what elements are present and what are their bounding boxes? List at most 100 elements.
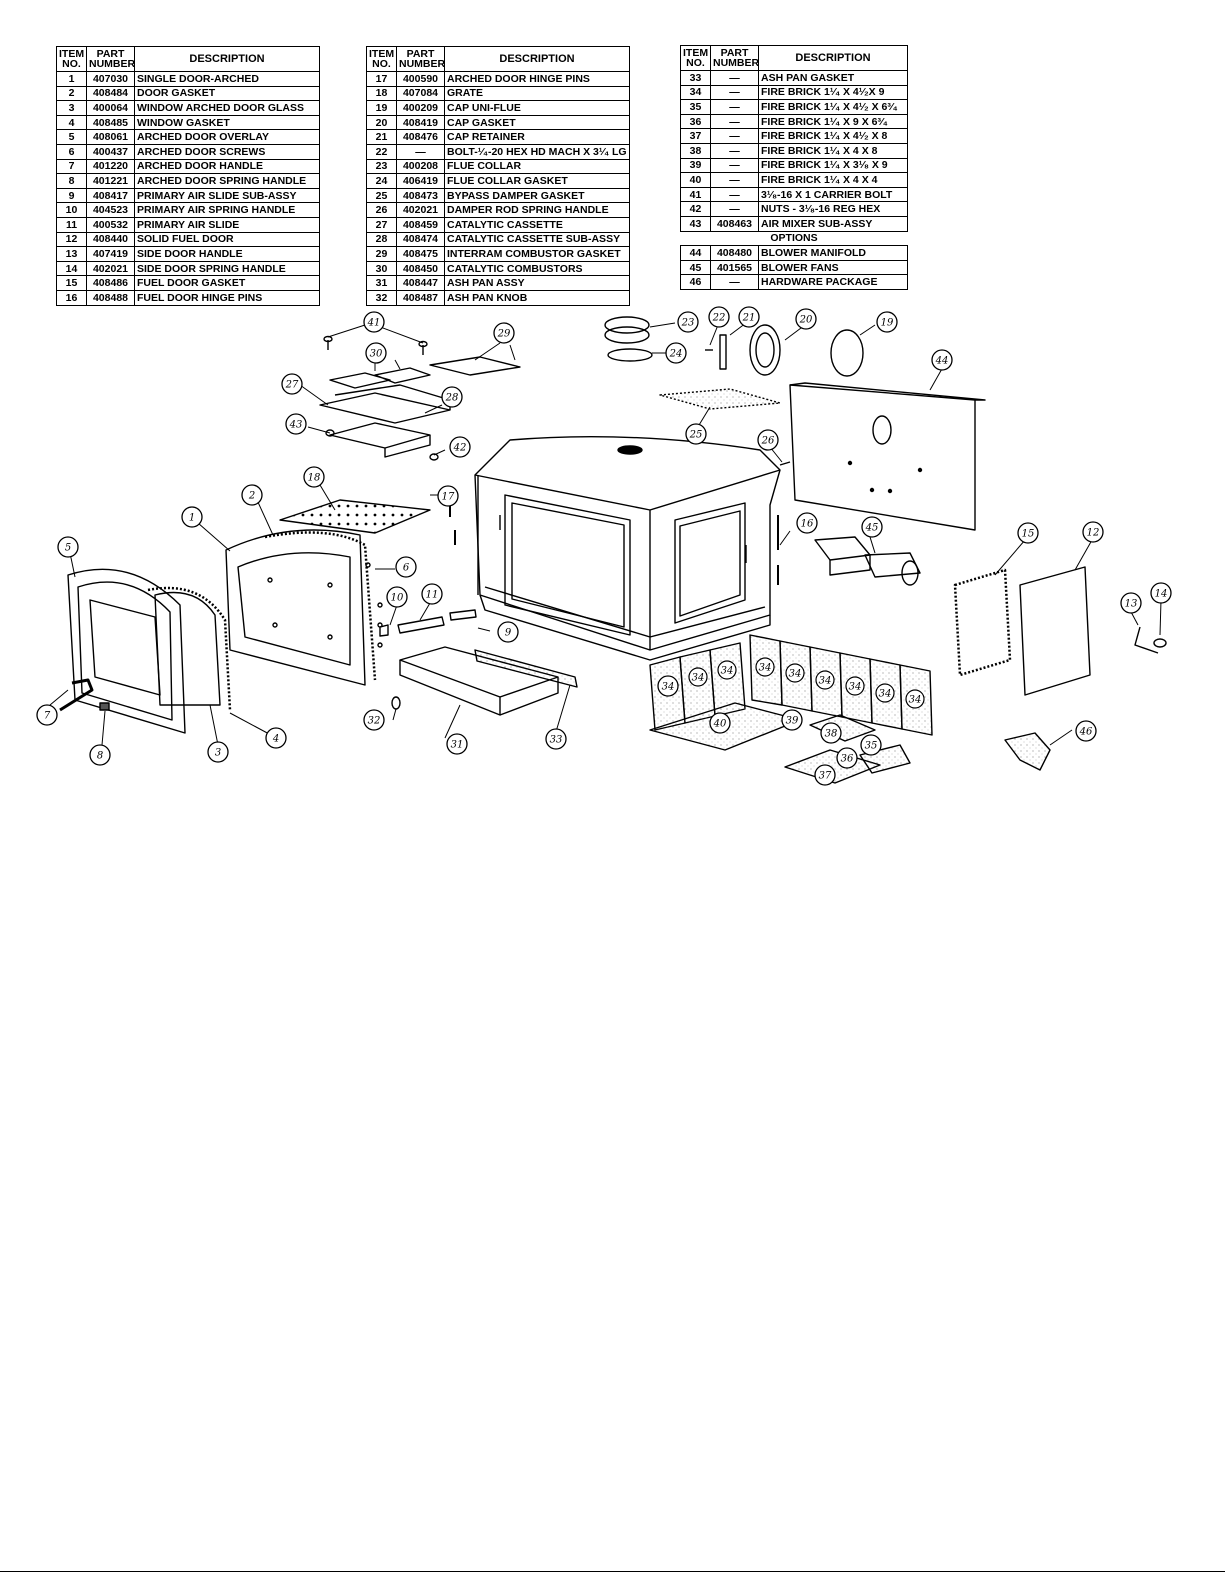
callout-balloon: 23: [677, 311, 699, 333]
callout-balloon: 45: [861, 516, 883, 538]
callout-number: 2: [248, 491, 255, 502]
part-number-cell: 406419: [396, 173, 445, 189]
door-overlay: [67, 568, 186, 734]
brick-label-number: 34: [789, 669, 802, 680]
part-number-cell: 408480: [710, 245, 759, 261]
part-number-cell: 407419: [86, 246, 135, 262]
callout-number: 11: [426, 590, 439, 601]
callout-circle: [836, 747, 858, 769]
callout-circle: [497, 621, 519, 643]
callout-number: 36: [841, 754, 854, 765]
callout-number: 17: [442, 492, 455, 503]
description-cell: FIRE BRICK 1¹⁄₄ X 4 X 4: [758, 172, 908, 188]
ash-pan-knob: [391, 696, 401, 710]
item-no-cell: 2: [56, 85, 87, 102]
fire-bricks: [649, 634, 933, 784]
window-gasket: [147, 586, 232, 711]
item-no-cell: 16: [56, 289, 87, 306]
side-door-spring-handle: [1153, 638, 1167, 648]
description-cell: SINGLE DOOR-ARCHED: [134, 71, 320, 87]
callout-balloon: 16: [796, 512, 818, 534]
callout-number: 21: [742, 313, 756, 324]
brick-label-circle: [845, 676, 865, 696]
part-number-cell: —: [710, 186, 759, 203]
item-no-cell: 29: [366, 246, 397, 262]
description-cell: WINDOW ARCHED DOOR GLASS: [134, 100, 320, 116]
hardware-package: [1004, 732, 1051, 771]
callout-circle: [861, 516, 883, 538]
callout-circle: [281, 373, 303, 395]
callout-balloon: 46: [1075, 720, 1097, 742]
callout-balloon: 19: [876, 311, 898, 333]
arched-door-screws: [365, 562, 383, 648]
callout-balloon: 32: [363, 709, 385, 731]
header-description: DESCRIPTION: [444, 46, 630, 72]
callout-number: 30: [370, 349, 383, 360]
part-number-cell: 408450: [396, 260, 445, 277]
callout-balloon: 27: [281, 373, 303, 395]
callout-balloon: 15: [1017, 522, 1039, 544]
item-no-cell: 37: [680, 128, 711, 144]
callout-number: 20: [799, 315, 813, 326]
part-number-cell: —: [710, 142, 759, 159]
table-row: 40—FIRE BRICK 1¹⁄₄ X 4 X 4: [680, 172, 908, 188]
callout-balloon: 40: [709, 712, 731, 734]
part-number-cell: 408485: [86, 114, 135, 131]
description-cell: FIRE BRICK 1¹⁄₄ X 9 X 6³⁄₄: [758, 113, 908, 130]
description-cell: ARCHED DOOR HANDLE: [134, 158, 320, 175]
item-no-cell: 20: [366, 114, 397, 131]
callout-balloon: 41: [363, 311, 385, 333]
brick-label-circle: [905, 689, 925, 709]
callout-number: 35: [865, 741, 878, 752]
description-cell: CATALYTIC CASSETTE SUB-ASSY: [444, 231, 630, 248]
callout-number: 38: [825, 729, 838, 740]
item-no-cell: 28: [366, 231, 397, 248]
description-cell: FIRE BRICK 1¹⁄₄ X 4¹⁄₂ X 8: [758, 128, 908, 144]
item-no-cell: 42: [680, 201, 711, 217]
callout-number: 33: [550, 735, 563, 746]
callout-number: 4: [272, 734, 279, 745]
callout-number: 28: [445, 393, 459, 404]
item-no-cell: 10: [56, 202, 87, 218]
brick-label-circle: [875, 683, 895, 703]
item-no-cell: 27: [366, 216, 397, 233]
bottom-rule: [0, 1571, 1225, 1572]
combustor-gasket: [429, 356, 521, 376]
item-no-cell: 32: [366, 289, 397, 306]
callout-circle: [241, 484, 263, 506]
brick-label-circle: [717, 660, 737, 680]
part-number-cell: 408463: [710, 215, 759, 232]
callout-balloon: 13: [1120, 592, 1142, 614]
item-no-cell: 31: [366, 275, 397, 291]
item-no-cell: 6: [56, 143, 87, 160]
part-number-cell: 404523: [86, 202, 135, 218]
catalytic-cassette: [319, 367, 451, 424]
callout-balloon: 35: [860, 734, 882, 756]
callout-circle: [860, 734, 882, 756]
callout-circle: [181, 506, 203, 528]
callout-circle: [285, 413, 307, 435]
callout-circle: [545, 728, 567, 750]
options-label: OPTIONS: [770, 232, 818, 245]
description-cell: SIDE DOOR HANDLE: [134, 246, 320, 262]
callout-number: 25: [689, 430, 703, 441]
callout-circle: [677, 311, 699, 333]
table-row: 38—FIRE BRICK 1¹⁄₄ X 4 X 8: [680, 142, 908, 159]
item-no-cell: 11: [56, 216, 87, 233]
cap-uni-flue: [830, 329, 864, 377]
flue-collar: [604, 316, 653, 362]
table-row: 41—3¹⁄₈-16 X 1 CARRIER BOLT: [680, 186, 908, 203]
primary-air-slide-sub-assy: [449, 609, 477, 621]
item-no-cell: 5: [56, 129, 87, 145]
callout-balloon: 20: [795, 308, 817, 330]
